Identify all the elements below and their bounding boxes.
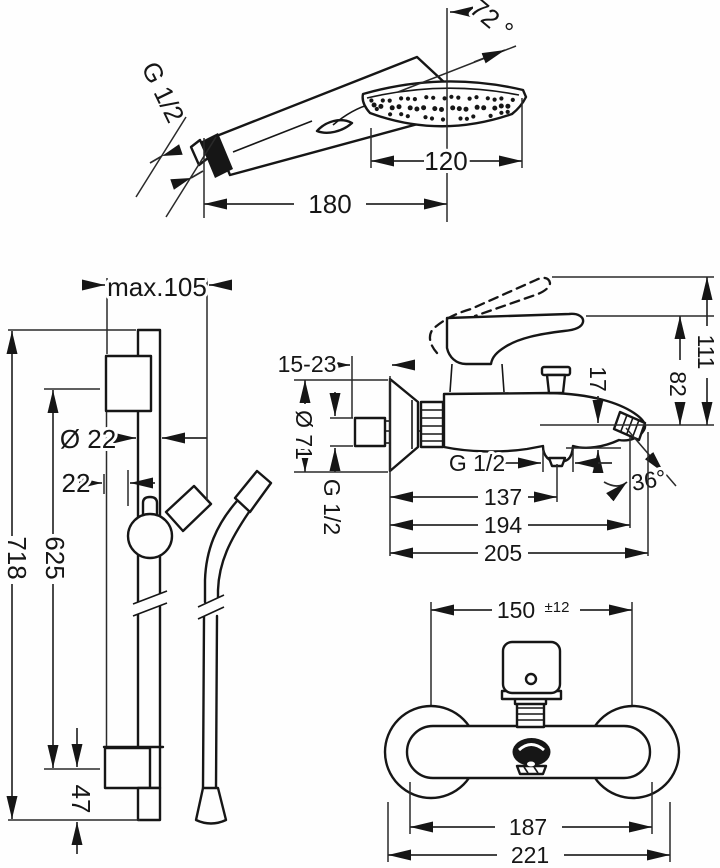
hose-end-cone [194, 786, 228, 825]
top-bracket [104, 354, 153, 413]
bottom-bracket [103, 746, 152, 790]
dim-spray-width: 120 [370, 98, 523, 179]
slider-knob [126, 512, 174, 560]
handle-dot [524, 672, 538, 686]
overall-width-label: 221 [511, 842, 549, 868]
total-reach-label: 205 [484, 540, 522, 566]
dim-slide-travel: 625 [37, 388, 100, 770]
mixer-side-view: 15-23 Ø 71 G 1/2 17 [275, 276, 720, 569]
spray-head-rim [366, 87, 520, 99]
escutcheon-cone [388, 377, 420, 473]
dim-mount-depth: 15-23 [275, 348, 415, 418]
dim-inlet-thread: G 1/2 [316, 392, 353, 538]
escutcheon-diameter-label: Ø 71 [291, 410, 317, 460]
outlet-thread-label: G 1/2 [449, 450, 505, 476]
spout-outlet-highlight [517, 743, 545, 752]
spout-outlet [512, 738, 551, 766]
reach-label: 194 [484, 512, 523, 538]
handle-contour-line [232, 120, 313, 153]
front-handle [501, 640, 562, 695]
spout-drop-label: 17 [585, 366, 611, 392]
hand-shower-view: 72 ° 120 180 G 1/2 [133, 0, 528, 222]
spray-width-label: 120 [424, 146, 467, 176]
dim-escutcheon-diameter: Ø 71 [288, 379, 388, 473]
thread-arrow-b [170, 178, 191, 190]
port-distance-label: 137 [484, 484, 522, 510]
slide-travel-label: 625 [40, 536, 70, 579]
connection-spacing-label: 150 [497, 597, 535, 623]
spray-head [361, 80, 528, 128]
union-nut-threads [422, 409, 442, 442]
slider-pin [141, 495, 159, 517]
hose-connector-nut [200, 133, 233, 178]
hose-outer [201, 499, 239, 790]
head-length-label: 180 [308, 189, 351, 219]
spout-outlet-notch [527, 761, 535, 767]
cartridge-threads [518, 707, 543, 721]
mixer-lever [445, 312, 585, 366]
hose-port-collar [547, 456, 567, 468]
handle-button [315, 119, 354, 134]
handset-holder [164, 484, 213, 533]
dim-reach: 194 [390, 437, 631, 541]
bar-diameter-label: Ø 22 [60, 424, 116, 454]
hand-thread-label: G 1/2 [136, 57, 191, 127]
mixer-lever-raised-dashed [428, 276, 552, 355]
wall-offset-label: 22 [62, 468, 91, 498]
wall-union [353, 416, 387, 448]
dim-handle-open-height: 111 [552, 276, 720, 425]
diverter-knob [545, 373, 567, 395]
dim-wall-offset: 22 [59, 465, 155, 506]
handle-open-height-label: 111 [693, 335, 719, 370]
mixer-front-view: 150 ±12 187 [383, 594, 681, 868]
dim-outlet-thread: G 1/2 [446, 447, 612, 479]
inlet-thread-label: G 1/2 [319, 479, 345, 535]
cartridge-neck [449, 363, 505, 393]
outlet-base [515, 764, 548, 776]
bar-end-cap [136, 786, 162, 822]
wall-bar-view: max.105 Ø 22 22 718 [0, 269, 273, 854]
dim-connection-spacing: 150 ±12 [430, 594, 633, 706]
dim-total-reach: 205 [390, 432, 649, 569]
body-width-label: 187 [509, 814, 547, 840]
max-wall-clearance-label: max.105 [107, 272, 207, 302]
handle-height-label: 82 [665, 371, 691, 397]
lower-section-label: 47 [66, 785, 96, 814]
dim-total-height: 718 [0, 329, 140, 821]
dim-spout-drop: 17 [566, 363, 621, 473]
dim-port-distance: 137 [390, 464, 558, 513]
dim-overall-width: 221 [387, 802, 671, 868]
mount-depth-label: 15-23 [278, 351, 337, 377]
hose-inner [214, 510, 251, 790]
thread-arrow-a [162, 144, 183, 156]
dim-lower-section: 47 [63, 728, 99, 854]
spray-nozzle-dots [369, 94, 515, 122]
total-height-label: 718 [2, 536, 32, 579]
hose-connector [233, 469, 273, 514]
spray-angle-label: 72 ° [464, 0, 519, 46]
dim-body-width: 187 [409, 782, 653, 843]
spacing-tolerance-label: ±12 [545, 599, 570, 616]
dim-handle-height: 82 [586, 315, 714, 425]
dim-head-length: 180 [203, 138, 447, 222]
dim-bar-diameter: Ø 22 [57, 421, 207, 457]
dim-max-wall-clearance: max.105 [82, 269, 232, 500]
